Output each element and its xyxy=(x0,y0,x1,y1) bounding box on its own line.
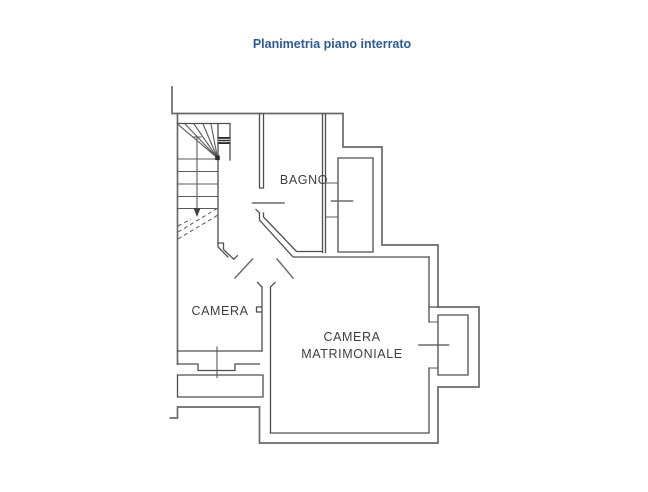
matrimoniale-window-reveals xyxy=(428,321,439,369)
matrimoniale-walls xyxy=(269,256,469,434)
room-label-bagno: BAGNO xyxy=(280,173,328,187)
room-label-camera: CAMERA xyxy=(191,304,248,318)
bagno-window-reveals xyxy=(324,182,339,218)
divider-wall xyxy=(255,281,276,434)
stair-hatch-block xyxy=(218,137,230,144)
stairs-direction-line xyxy=(192,136,202,214)
room-label-matrimoniale-line2: MATRIMONIALE xyxy=(301,347,402,361)
bagno-bay xyxy=(324,157,374,253)
camera-lightwell xyxy=(176,374,264,398)
camera-door-leaf xyxy=(233,257,254,280)
winder-pivot xyxy=(215,155,220,161)
stairs-direction-arrow xyxy=(193,208,201,217)
chamfer-wall xyxy=(255,208,430,258)
page-title: Planimetria piano interrato xyxy=(253,37,412,51)
camera-bottom-wall xyxy=(176,350,263,372)
outer-wall xyxy=(169,86,480,444)
bagno-lightwell xyxy=(337,157,374,253)
room-label-matrimoniale-line1: CAMERA xyxy=(323,330,380,344)
stair-door-jamb xyxy=(217,242,239,261)
matrimoniale-inner-walls xyxy=(269,256,439,434)
bagno-left-wall xyxy=(258,113,265,189)
divider-wall-faces xyxy=(255,281,276,434)
matrimoniale-lightwell xyxy=(437,314,469,376)
matrimoniale-door-leaf xyxy=(275,257,295,280)
camera-window-wall xyxy=(176,346,264,398)
chamfer-wall-faces xyxy=(255,208,430,258)
stairs-dashed-cut xyxy=(177,207,219,240)
staircase xyxy=(176,122,239,261)
